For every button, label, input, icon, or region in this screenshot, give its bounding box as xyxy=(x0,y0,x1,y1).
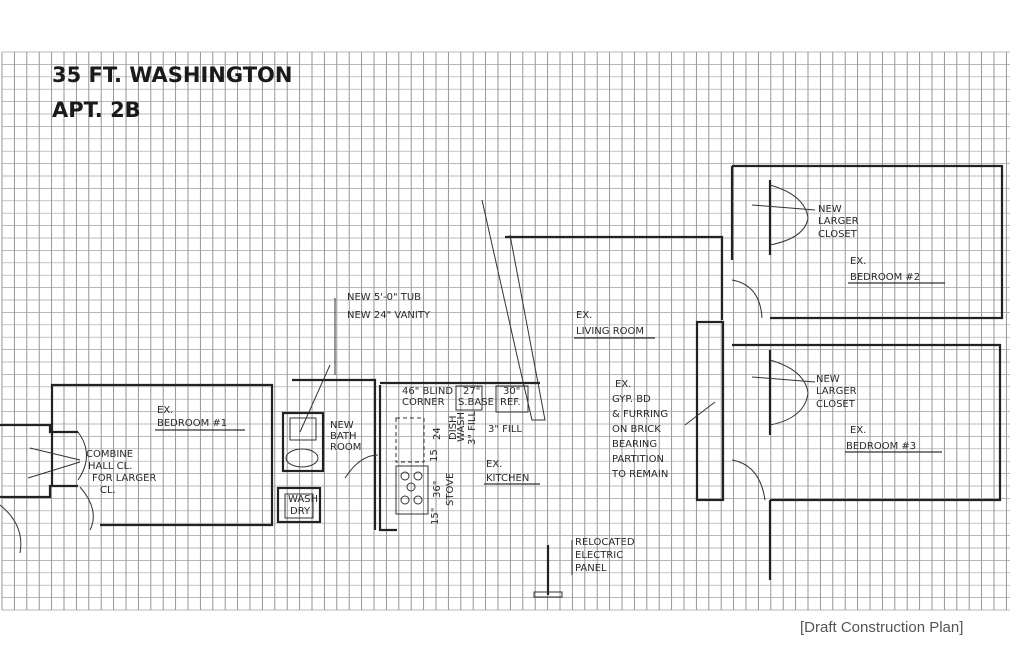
label-combine: HALL CL. xyxy=(88,461,132,472)
label-panel: PANEL xyxy=(575,563,607,574)
label-bath: ROOM xyxy=(330,442,361,453)
title-apartment: APT. 2B xyxy=(52,98,141,122)
label-wash: WASH xyxy=(288,494,318,505)
title-address: 35 FT. WASHINGTON xyxy=(52,63,293,87)
label-combine: FOR LARGER xyxy=(92,473,156,484)
label-closet3: CLOSET xyxy=(816,399,856,410)
label-living: LIVING ROOM xyxy=(576,326,644,337)
label-partition: GYP. BD xyxy=(612,394,651,405)
label-living-ex: EX. xyxy=(576,310,592,321)
label-bedroom1: BEDROOM #1 xyxy=(157,418,227,429)
label-closet2: NEW xyxy=(818,204,842,215)
label-blind-corner: 46" BLIND xyxy=(402,386,453,397)
label-dry: DRY xyxy=(290,506,311,517)
label-bedroom2-ex: EX. xyxy=(850,256,866,267)
label-blind-corner: CORNER xyxy=(402,397,445,408)
caption: [Draft Construction Plan] xyxy=(800,619,964,636)
label-fill: 3" FILL xyxy=(488,424,522,435)
label-ref: REF. xyxy=(500,397,521,408)
label-fill: 3" FILL xyxy=(467,411,478,445)
label-dim-36: 36" xyxy=(432,481,443,498)
label-vanity: NEW 24" VANITY xyxy=(347,310,431,321)
label-partition: EX. xyxy=(615,379,631,390)
label-dishwash: DISH xyxy=(448,415,459,440)
label-closet2: LARGER xyxy=(818,216,859,227)
label-combine: CL. xyxy=(100,485,116,496)
title-block: 35 FT. WASHINGTON APT. 2B xyxy=(52,63,293,122)
label-bedroom3-ex: EX. xyxy=(850,425,866,436)
label-dim-15: 15 xyxy=(429,449,440,462)
label-partition: & FURRING xyxy=(612,409,668,420)
label-dim-15b: 15" xyxy=(430,508,441,525)
label-partition: BEARING xyxy=(612,439,657,450)
label-sbase: 27" xyxy=(463,386,480,397)
label-bedroom2: BEDROOM #2 xyxy=(850,272,920,283)
label-closet3: LARGER xyxy=(816,386,857,397)
label-kitchen-ex: EX. xyxy=(486,459,502,470)
label-ref: 30" xyxy=(503,386,520,397)
label-bedroom3: BEDROOM #3 xyxy=(846,441,916,452)
label-panel: ELECTRIC xyxy=(575,550,623,561)
label-partition: PARTITION xyxy=(612,454,664,465)
label-dim-24: 24 xyxy=(432,427,443,440)
label-tub: NEW 5'-0" TUB xyxy=(347,292,421,303)
label-partition: ON BRICK xyxy=(612,424,661,435)
label-closet3: NEW xyxy=(816,374,840,385)
label-bedroom1-ex: EX. xyxy=(157,405,173,416)
label-bath: NEW xyxy=(330,420,354,431)
label-sbase: S.BASE xyxy=(458,397,494,408)
label-panel: RELOCATED xyxy=(575,537,635,548)
room-labels: NEW 5'-0" TUB NEW 24" VANITY EX. BEDROOM… xyxy=(86,204,920,574)
label-stove: STOVE xyxy=(445,473,456,506)
label-partition: TO REMAIN xyxy=(611,469,668,480)
label-kitchen: KITCHEN xyxy=(486,473,529,484)
label-combine: COMBINE xyxy=(86,449,133,460)
graph-paper-grid xyxy=(1,51,1010,611)
label-closet2: CLOSET xyxy=(818,229,858,240)
label-bath: BATH xyxy=(330,431,357,442)
walls xyxy=(0,164,1004,598)
label-dishwash: WASH xyxy=(456,412,467,442)
